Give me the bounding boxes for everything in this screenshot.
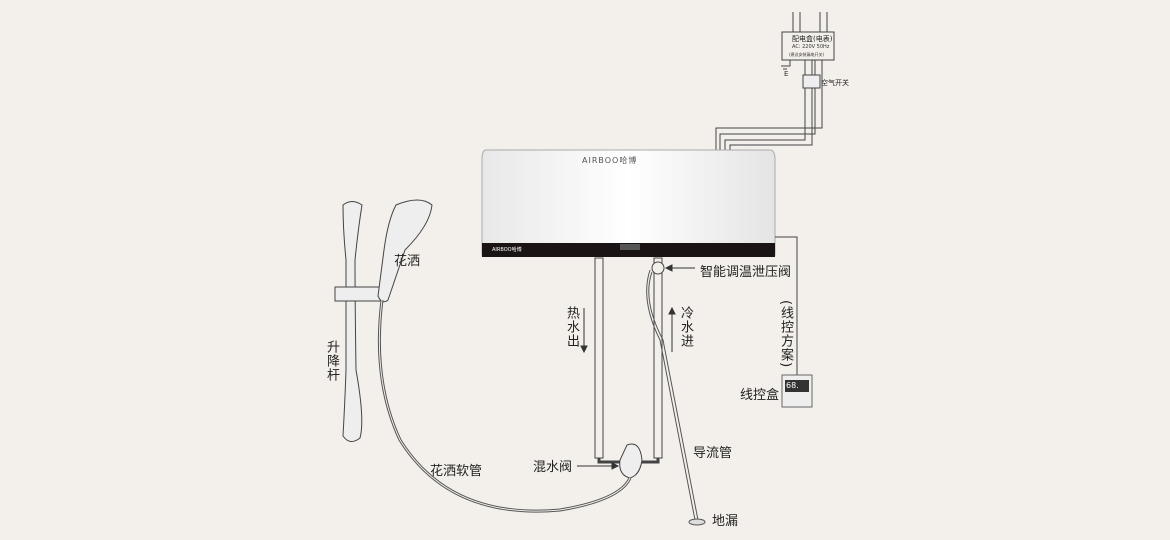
control-box-label: 线控盒 [740,388,780,403]
power-box [781,31,835,61]
hose-label: 花洒软管 [430,464,483,479]
shower-rail [334,199,433,442]
mixer-label: 混水阀 [533,460,573,475]
water-heater [481,149,776,257]
wired-plan-label: (线控方案) [778,300,793,369]
heater-brand: AIRBOO哈博 [582,156,638,165]
control-display: 68. [786,381,799,390]
power-box-spec: AC: 220V 50Hz [792,44,830,50]
rail-label: 升降杆 [324,340,339,382]
heater-brand-small: AIRBOO哈博 [492,247,522,253]
cold-in-label: 冷水进 [678,306,693,348]
floor-drain-label: 地漏 [712,514,739,529]
power-box-title: 配电盒(电表) [792,35,833,43]
ground-label: E [784,70,789,78]
mixing-valve [619,443,643,479]
valve-label: 智能调温泄压阀 [700,265,792,280]
power-box-note: (建议安装漏电开关) [789,52,825,57]
power-cables [715,12,828,152]
hot-out-label: 热水出 [564,306,579,348]
air-switch [802,74,821,89]
air-switch-label: 空气开关 [821,79,849,87]
shower-label: 花洒 [394,254,421,269]
drain-pipe-label: 导流管 [693,446,733,461]
